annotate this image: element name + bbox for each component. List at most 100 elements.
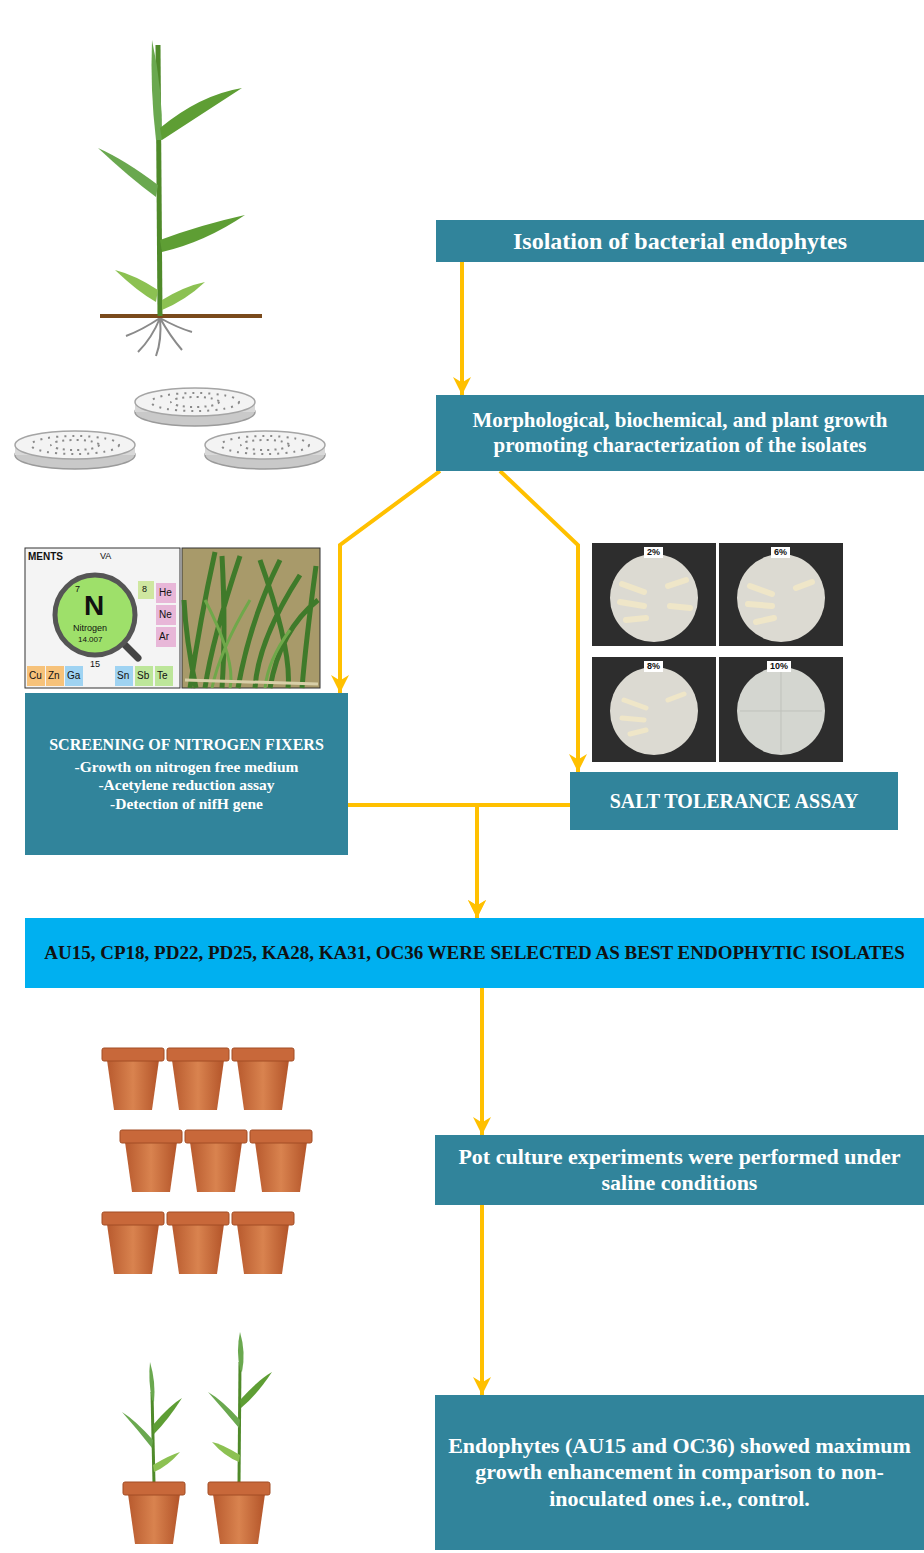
plant-illustration-part xyxy=(162,282,205,310)
grown-plants-part xyxy=(153,1398,182,1434)
periodic-table-picture-part xyxy=(115,666,133,686)
method-box: SALT TOLERANCE ASSAY xyxy=(570,772,898,830)
process-box: Morphological, biochemical, and plant gr… xyxy=(436,395,924,471)
box-text: SCREENING OF NITROGEN FIXERS xyxy=(49,735,324,754)
picture-label: Te xyxy=(157,671,168,681)
flow-arrow xyxy=(480,988,484,1135)
process-box: Isolation of bacterial endophytes xyxy=(436,220,924,262)
picture-label: Sn xyxy=(117,671,129,681)
picture-label: Sb xyxy=(137,671,149,681)
picture-label: 14.007 xyxy=(78,636,102,644)
picture-label: Zn xyxy=(48,671,60,681)
picture-label: Nitrogen xyxy=(73,624,107,633)
petri-dishes-part xyxy=(135,388,255,426)
salt-plates-photo-part xyxy=(610,554,698,642)
salt-plates-photo-part xyxy=(737,554,825,642)
grown-plants-part xyxy=(153,1452,180,1472)
salt-plates-photo-part xyxy=(719,657,843,762)
flow-arrow xyxy=(480,1205,484,1395)
picture-label: VA xyxy=(100,552,111,561)
plate-label: 8% xyxy=(644,661,663,672)
pots-part xyxy=(120,1130,182,1192)
grown-plants-part xyxy=(208,1482,270,1544)
flow-arrow xyxy=(340,471,440,693)
plant-illustration-part xyxy=(100,314,262,318)
pots-part xyxy=(167,1048,229,1110)
grown-plants xyxy=(122,1332,272,1544)
periodic-table-picture-part xyxy=(25,548,180,688)
grass-picture-part xyxy=(205,600,290,688)
plant-illustration-part xyxy=(126,318,192,356)
result-box: Endophytes (AU15 and OC36) showed maximu… xyxy=(435,1395,924,1550)
periodic-table-picture-part xyxy=(156,627,176,647)
salt-plates-photo-part xyxy=(737,667,825,755)
plant-illustration-part xyxy=(160,88,242,140)
pots-part xyxy=(102,1048,164,1110)
box-text: AU15, CP18, PD22, PD25, KA28, KA31, OC36… xyxy=(44,942,904,965)
grass-picture-part xyxy=(185,680,318,684)
flow-arrow xyxy=(460,262,464,395)
grown-plants-part xyxy=(149,1362,154,1402)
salt-plates-photo-part xyxy=(610,667,698,755)
box-body-text: -Acetylene reduction assay xyxy=(98,776,274,795)
grass-picture-part xyxy=(182,548,320,688)
periodic-table-picture-part xyxy=(27,666,45,686)
grown-plants-part xyxy=(212,1442,240,1462)
periodic-table-picture-part xyxy=(155,666,173,686)
box-text: Endophytes (AU15 and OC36) showed maximu… xyxy=(447,1433,912,1512)
picture-label: 8 xyxy=(142,585,147,594)
process-box: Pot culture experiments were performed u… xyxy=(435,1135,924,1205)
pots-part xyxy=(102,1212,164,1274)
periodic-table-picture-part xyxy=(156,583,176,603)
pots-part xyxy=(250,1130,312,1192)
petri-dishes xyxy=(15,388,325,469)
box-body-text: -Growth on nitrogen free medium xyxy=(75,758,299,777)
periodic-table-picture-part xyxy=(123,643,138,658)
plate-label: 6% xyxy=(771,547,790,558)
petri-dishes-part xyxy=(205,431,325,469)
plate-label: 2% xyxy=(644,547,663,558)
grass-picture-part xyxy=(184,552,318,688)
flow-arrow xyxy=(477,805,570,918)
picture-label: Cu xyxy=(29,671,42,681)
grass-picture xyxy=(182,548,320,688)
picture-label: 7 xyxy=(75,585,80,594)
plant-illustration-part xyxy=(160,215,245,252)
result-band: AU15, CP18, PD22, PD25, KA28, KA31, OC36… xyxy=(25,918,924,988)
plant-illustration-part xyxy=(98,148,158,197)
plant-illustration xyxy=(98,40,262,356)
salt-plates-photo-part xyxy=(748,582,812,622)
flow-arrow xyxy=(500,471,578,772)
box-text: Pot culture experiments were performed u… xyxy=(447,1144,912,1197)
periodic-table-picture-part xyxy=(138,581,154,599)
periodic-table-picture-part xyxy=(135,666,153,686)
pots-part xyxy=(232,1048,294,1110)
pots-part xyxy=(167,1212,229,1274)
plant-illustration-part xyxy=(152,40,163,140)
method-box: SCREENING OF NITROGEN FIXERS -Growth on n… xyxy=(25,693,348,855)
periodic-table-picture-part xyxy=(65,666,83,686)
picture-label: Ga xyxy=(67,671,80,681)
picture-label: N xyxy=(84,592,104,620)
picture-label: MENTS xyxy=(28,552,63,562)
picture-label: Ne xyxy=(159,610,172,620)
salt-plates-photo-part xyxy=(740,670,822,752)
plate-label: 10% xyxy=(767,661,791,672)
grown-plants-part xyxy=(238,1332,244,1372)
box-text: Morphological, biochemical, and plant gr… xyxy=(448,408,912,458)
flow-arrow xyxy=(348,805,477,918)
petri-dishes-part xyxy=(15,431,135,469)
grown-plants-part xyxy=(123,1482,185,1544)
salt-plates-photo-part xyxy=(620,580,690,620)
plant-illustration-part xyxy=(115,270,158,302)
salt-plates-photo-part xyxy=(622,694,684,734)
picture-label: 15 xyxy=(90,660,100,669)
grown-plants-part xyxy=(240,1372,272,1408)
picture-label: Ar xyxy=(159,632,169,642)
picture-label: He xyxy=(159,588,172,598)
box-text: Isolation of bacterial endophytes xyxy=(513,227,847,256)
periodic-table-picture-part xyxy=(46,666,64,686)
salt-plates-photo-part xyxy=(592,657,716,762)
grown-plants-part xyxy=(122,1412,153,1448)
